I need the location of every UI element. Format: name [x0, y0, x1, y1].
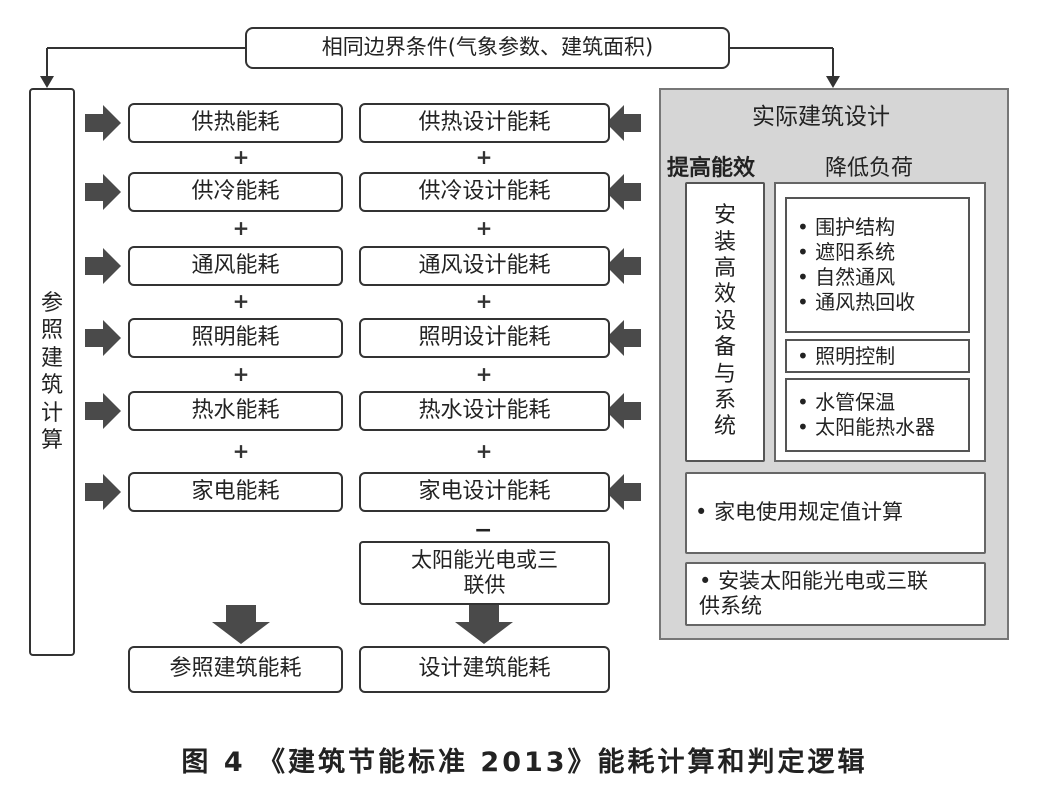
down-arrow-reference: [212, 605, 270, 644]
appliance-label: • 家电使用规定值计算: [695, 500, 904, 525]
appliance-box: • 家电使用规定值计算: [685, 472, 986, 554]
solar-install-text: 安装太阳能光电或三联供系统: [699, 568, 929, 618]
load-item: 遮阳系统: [797, 240, 958, 265]
design-item-3: 通风设计能耗: [359, 246, 610, 286]
reference-item-2: 供冷能耗: [128, 172, 343, 212]
right-arrow-2: [85, 174, 121, 210]
reference-item-3: 通风能耗: [128, 246, 343, 286]
actual-design-title: 实际建筑设计: [752, 104, 890, 130]
reference-item-label: 供热能耗: [191, 109, 280, 135]
reference-calculation-box: 参照建筑计算: [29, 88, 75, 656]
left-arrow-1: [606, 105, 641, 141]
reference-total-label: 参照建筑能耗: [169, 656, 302, 682]
reference-plus-sign: +: [232, 144, 250, 169]
design-item-2: 供冷设计能耗: [359, 172, 610, 212]
right-arrow-1: [85, 105, 121, 141]
load-group-water: 水管保温太阳能热水器: [785, 378, 970, 452]
design-item-label: 热水设计能耗: [418, 397, 551, 423]
load-label: 降低负荷: [825, 156, 914, 181]
right-arrow-6: [85, 474, 121, 510]
reference-plus-sign: +: [232, 216, 250, 240]
design-item-label: 供冷设计能耗: [418, 178, 551, 204]
design-item-4: 照明设计能耗: [359, 318, 610, 358]
design-plus-sign: +: [475, 438, 493, 463]
left-arrow-6: [606, 474, 641, 510]
reference-total-box: 参照建筑能耗: [128, 646, 343, 693]
load-item: 太阳能热水器: [797, 415, 958, 440]
efficiency-label: 提高能效: [667, 156, 756, 181]
load-item: 围护结构: [797, 215, 958, 240]
appliance-text: 家电使用规定值计算: [714, 500, 904, 525]
reference-plus-sign: +: [232, 438, 250, 463]
reference-item-label: 通风能耗: [191, 252, 280, 278]
reference-item-label: 照明能耗: [191, 324, 280, 350]
solar-install-box: • 安装太阳能光电或三联供系统: [685, 562, 986, 626]
reference-item-6: 家电能耗: [128, 472, 343, 512]
load-item: 通风热回收: [797, 290, 958, 315]
left-arrow-2: [606, 174, 641, 210]
load-item: 水管保温: [797, 390, 958, 415]
right-arrow-3: [85, 248, 121, 284]
design-total-label: 设计建筑能耗: [418, 656, 551, 682]
right-arrow-4: [85, 320, 121, 356]
design-plus-sign: +: [475, 289, 493, 313]
design-plus-sign: +: [475, 361, 493, 386]
design-item-label: 家电设计能耗: [418, 478, 551, 504]
left-arrow-5: [606, 393, 641, 429]
reference-item-1: 供热能耗: [128, 103, 343, 143]
left-arrow-4: [606, 320, 641, 356]
right-arrow-5: [85, 393, 121, 429]
reference-item-label: 家电能耗: [191, 478, 280, 504]
design-item-label: 供热设计能耗: [418, 109, 551, 135]
load-item: 照明控制: [797, 344, 958, 369]
design-item-1: 供热设计能耗: [359, 103, 610, 143]
reference-plus-sign: +: [232, 361, 250, 386]
reference-plus-sign: +: [232, 289, 250, 313]
design-item-label: 通风设计能耗: [418, 252, 551, 278]
boundary-condition-text: 相同边界条件(气象参数、建筑面积): [321, 35, 654, 60]
solar-item-label: 太阳能光电或三联供: [411, 547, 558, 597]
minus-sign: −: [474, 518, 493, 543]
figure-caption: 图 4 《建筑节能标准 2013》能耗计算和判定逻辑: [181, 747, 868, 778]
solar-item-box: 太阳能光电或三联供: [359, 541, 610, 605]
design-total-box: 设计建筑能耗: [359, 646, 610, 693]
design-plus-sign: +: [475, 216, 493, 240]
left-arrow-3: [606, 248, 641, 284]
efficiency-box: 安装高效设备与系统: [685, 182, 765, 462]
design-item-5: 热水设计能耗: [359, 391, 610, 431]
design-plus-sign: +: [475, 144, 493, 169]
efficiency-box-label: 安装高效设备与系统: [713, 203, 736, 440]
down-arrow-design: [455, 605, 513, 644]
reference-item-4: 照明能耗: [128, 318, 343, 358]
solar-install-label: • 安装太阳能光电或三联供系统: [699, 568, 929, 618]
arrowhead-left: [40, 76, 54, 88]
reference-item-label: 供冷能耗: [191, 178, 280, 204]
reference-calculation-label: 参照建筑计算: [40, 290, 63, 454]
arrowhead-right: [826, 76, 840, 88]
load-group-envelope: 围护结构遮阳系统自然通风通风热回收: [785, 197, 970, 333]
reference-item-5: 热水能耗: [128, 391, 343, 431]
load-item: 自然通风: [797, 265, 958, 290]
design-item-6: 家电设计能耗: [359, 472, 610, 512]
design-item-label: 照明设计能耗: [418, 324, 551, 350]
reference-item-label: 热水能耗: [191, 397, 280, 423]
load-group-lighting: 照明控制: [785, 339, 970, 373]
boundary-condition-box: 相同边界条件(气象参数、建筑面积): [245, 27, 730, 69]
